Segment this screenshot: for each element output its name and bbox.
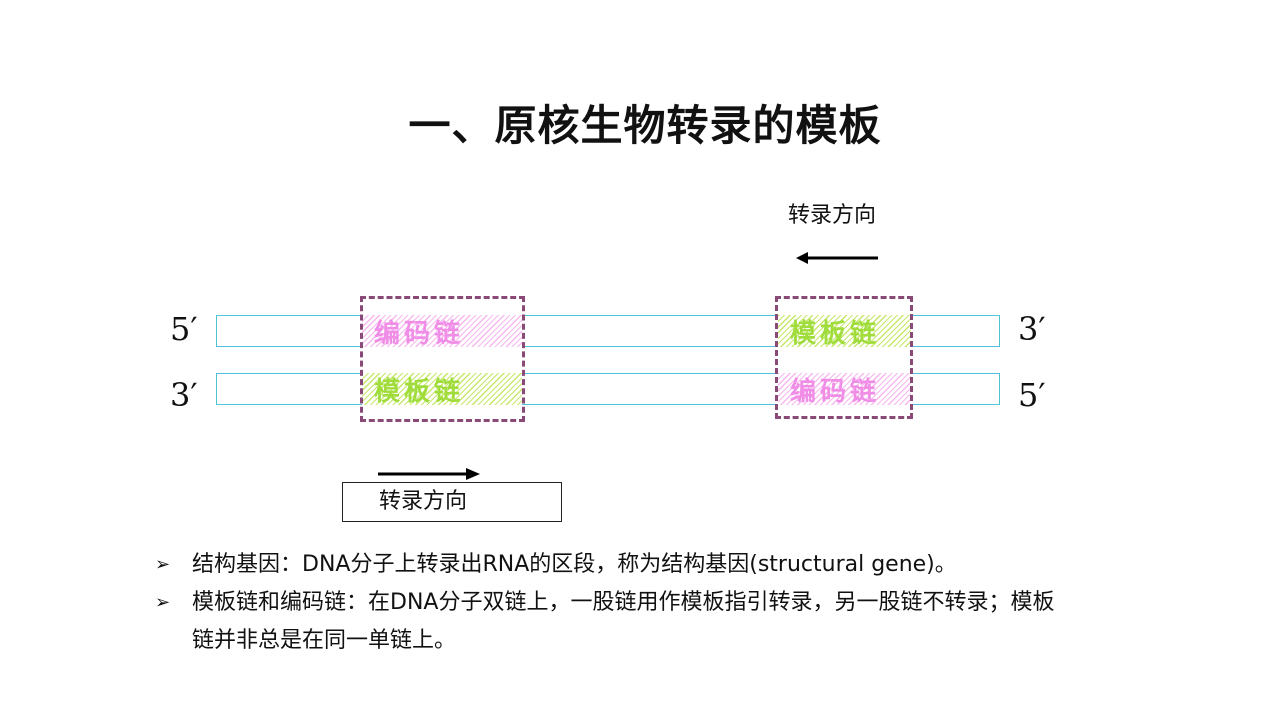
segment-label: 编码链 (374, 318, 465, 348)
left-arrow-icon (796, 252, 878, 264)
top-strand-left-end: 5′ (170, 310, 198, 348)
template-strand-segment-left: 模板链 (362, 373, 522, 405)
template-strand-segment-right: 模板链 (778, 315, 911, 347)
bullet-list: ➢ 结构基因：DNA分子上转录出RNA的区段，称为结构基因(structural… (155, 546, 1075, 660)
bullet-arrow-icon: ➢ (155, 592, 171, 613)
segment-label: 编码链 (790, 376, 881, 406)
bottom-strand-right-end: 5′ (1018, 376, 1046, 414)
bullet-item: ➢ 模板链和编码链：在DNA分子双链上，一股链用作模板指引转录，另一股链不转录；… (155, 584, 1075, 660)
dashed-region-left (360, 296, 525, 422)
bullet-text: 模板链和编码链：在DNA分子双链上，一股链用作模板指引转录，另一股链不转录；模板… (192, 590, 1055, 653)
segment-label: 模板链 (374, 376, 465, 406)
coding-strand-segment-left: 编码链 (362, 315, 522, 347)
bullet-item: ➢ 结构基因：DNA分子上转录出RNA的区段，称为结构基因(structural… (155, 546, 1075, 584)
bottom-strand-left-end: 3′ (170, 376, 198, 414)
coding-strand-segment-right: 编码链 (778, 373, 911, 405)
direction-label-bottom: 转录方向 (342, 482, 562, 522)
dashed-region-right (775, 296, 913, 419)
segment-label: 模板链 (790, 318, 881, 348)
top-strand-right-end: 3′ (1018, 310, 1046, 348)
page-title: 一、原核生物转录的模板 (408, 101, 882, 150)
direction-label-top: 转录方向 (788, 203, 877, 228)
right-arrow-icon (378, 468, 480, 480)
bullet-text: 结构基因：DNA分子上转录出RNA的区段，称为结构基因(structural g… (192, 552, 957, 577)
bullet-arrow-icon: ➢ (155, 554, 171, 575)
